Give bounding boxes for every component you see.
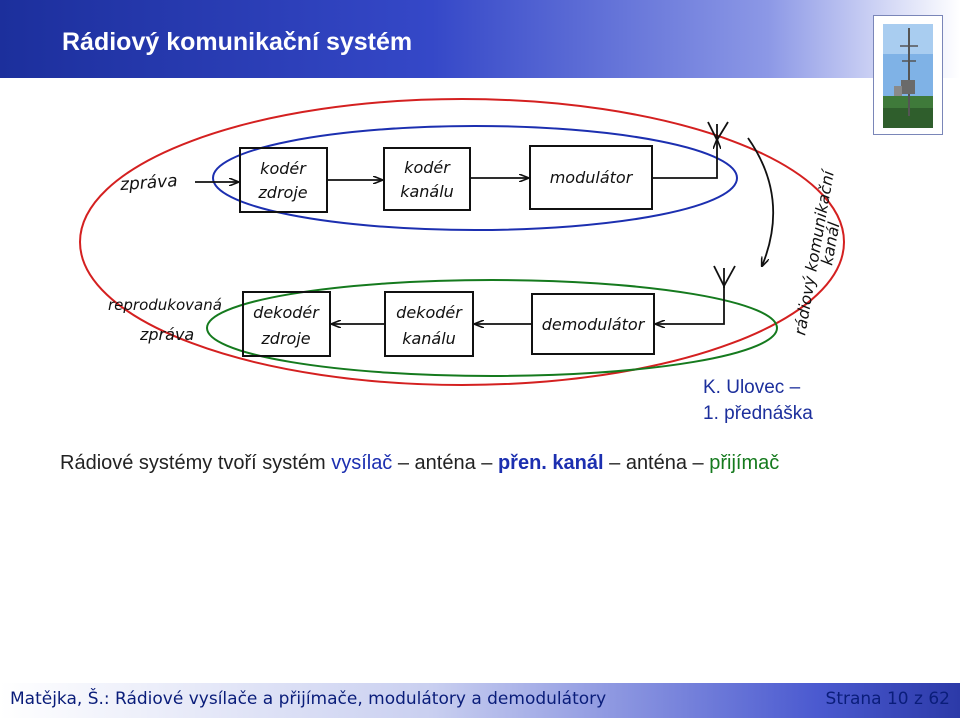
block-source-coder-line1: kodér: [260, 159, 307, 178]
block-demodulator: demodulátor: [531, 293, 655, 355]
statement-sep2: – anténa –: [603, 452, 710, 474]
slide-header: Rádiový komunikační systém: [0, 0, 960, 78]
block-source-decoder-line2: zdroje: [260, 329, 310, 348]
antenna-mast-photo: [873, 15, 943, 135]
wire-modulator-to-tx-antenna: [653, 140, 717, 179]
statement-vysilac: vysílač: [331, 452, 393, 474]
author-line1: K. Ulovec –: [703, 377, 801, 398]
label-message-in: zpráva: [118, 171, 178, 195]
block-channel-coder: kodér kanálu: [383, 147, 471, 211]
radio-channel-arrow: [747, 137, 775, 266]
statement-sep1: – anténa –: [392, 452, 498, 474]
statement-text: Rádiové systémy tvoří systém vysílač – a…: [60, 452, 779, 475]
rx-antenna-icon: [713, 265, 736, 288]
statement-kanal: přen. kanál: [497, 452, 604, 474]
statement-prijimac: přijímač: [709, 452, 780, 474]
author-note: K. Ulovec – 1. přednáška: [703, 375, 813, 427]
slide-title: Rádiový komunikační systém: [62, 28, 413, 56]
block-source-coder: kodér zdroje: [239, 147, 328, 213]
statement-part1: Rádiové systémy tvoří systém: [60, 452, 332, 474]
receiver-ellipse: [206, 279, 778, 377]
block-demodulator-line1: demodulátor: [542, 315, 646, 334]
antenna-mast-icon: [883, 24, 933, 128]
block-channel-coder-line1: kodér: [404, 158, 451, 177]
block-source-coder-line2: zdroje: [257, 183, 307, 202]
block-channel-decoder: dekodér kanálu: [384, 291, 474, 357]
wire-rx-antenna-to-demodulator: [656, 286, 725, 324]
block-channel-coder-line2: kanálu: [400, 182, 454, 201]
radio-system-diagram: kodér zdroje kodér kanálu modulátor deko…: [79, 98, 845, 386]
footer-page-number: Strana 10 z 62: [825, 689, 950, 709]
author-line2: 1. přednáška: [703, 403, 813, 424]
block-channel-decoder-line2: kanálu: [402, 329, 456, 348]
footer-citation: Matějka, Š.: Rádiové vysílače a přijímač…: [10, 689, 607, 709]
tx-antenna-icon: [707, 121, 729, 141]
transmitter-ellipse: [212, 125, 738, 231]
block-channel-decoder-line1: dekodér: [396, 303, 463, 322]
slide-footer: Matějka, Š.: Rádiové vysílače a přijímač…: [0, 683, 960, 718]
block-source-decoder: dekodér zdroje: [242, 291, 331, 357]
block-source-decoder-line1: dekodér: [253, 303, 320, 322]
outer-system-ellipse: [79, 98, 845, 386]
label-message-out-line1: reprodukovaná: [108, 296, 222, 314]
block-modulator: modulátor: [529, 145, 653, 210]
label-message-out-line2: zpráva: [139, 325, 194, 344]
block-modulator-line1: modulátor: [550, 168, 634, 187]
